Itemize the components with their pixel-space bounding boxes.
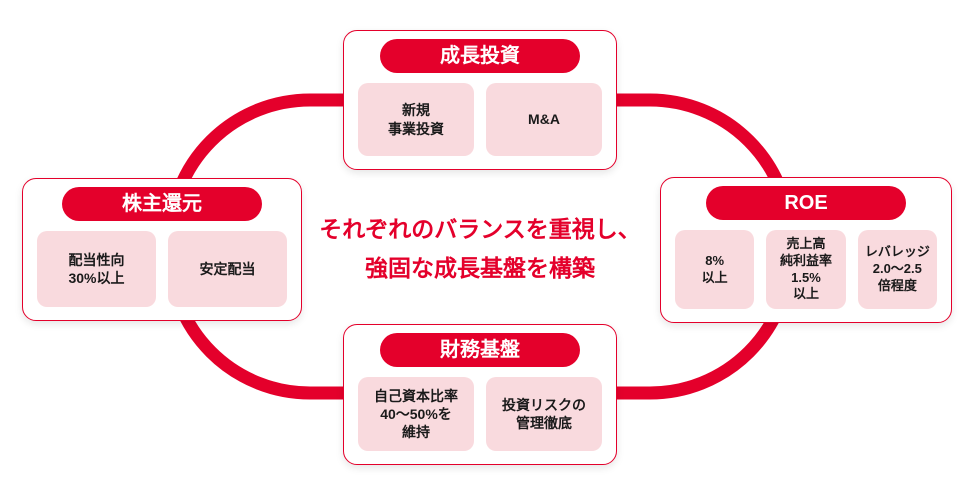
card-financial-title-badge: 財務基盤 bbox=[380, 333, 580, 367]
card-roe: ROE 8% 以上 売上高 純利益率 1.5% 以上 レバレッジ 2.0〜2.5… bbox=[660, 177, 952, 323]
item-roe-8-percent: 8% 以上 bbox=[675, 230, 755, 309]
item-mna: M&A bbox=[486, 83, 602, 156]
card-growth-investment: 成長投資 新規 事業投資 M&A bbox=[343, 30, 617, 170]
card-financial-items: 自己資本比率 40〜50%を 維持 投資リスクの 管理徹底 bbox=[358, 377, 602, 451]
item-equity-ratio: 自己資本比率 40〜50%を 維持 bbox=[358, 377, 474, 451]
item-dividend-payout-ratio: 配当性向 30%以上 bbox=[37, 231, 156, 307]
card-roe-items: 8% 以上 売上高 純利益率 1.5% 以上 レバレッジ 2.0〜2.5 倍程度 bbox=[675, 230, 937, 309]
item-new-business-investment: 新規 事業投資 bbox=[358, 83, 474, 156]
center-message: それぞれのバランスを重視し、 強固な成長基盤を構築 bbox=[280, 210, 680, 288]
center-message-line2: 強固な成長基盤を構築 bbox=[365, 255, 595, 282]
card-growth-items: 新規 事業投資 M&A bbox=[358, 83, 602, 156]
card-shareholder-return: 株主還元 配当性向 30%以上 安定配当 bbox=[22, 178, 302, 321]
item-leverage: レバレッジ 2.0〜2.5 倍程度 bbox=[857, 230, 937, 309]
center-message-line1: それぞれのバランスを重視し、 bbox=[319, 216, 641, 242]
card-financial-base: 財務基盤 自己資本比率 40〜50%を 維持 投資リスクの 管理徹底 bbox=[343, 324, 617, 465]
item-net-profit-margin: 売上高 純利益率 1.5% 以上 bbox=[766, 230, 846, 309]
card-growth-title-badge: 成長投資 bbox=[380, 39, 580, 73]
card-roe-title-badge: ROE bbox=[706, 186, 906, 220]
item-stable-dividend: 安定配当 bbox=[168, 231, 287, 307]
card-shareholder-title-badge: 株主還元 bbox=[62, 187, 262, 221]
item-investment-risk-management: 投資リスクの 管理徹底 bbox=[486, 377, 602, 451]
card-shareholder-items: 配当性向 30%以上 安定配当 bbox=[37, 231, 287, 307]
